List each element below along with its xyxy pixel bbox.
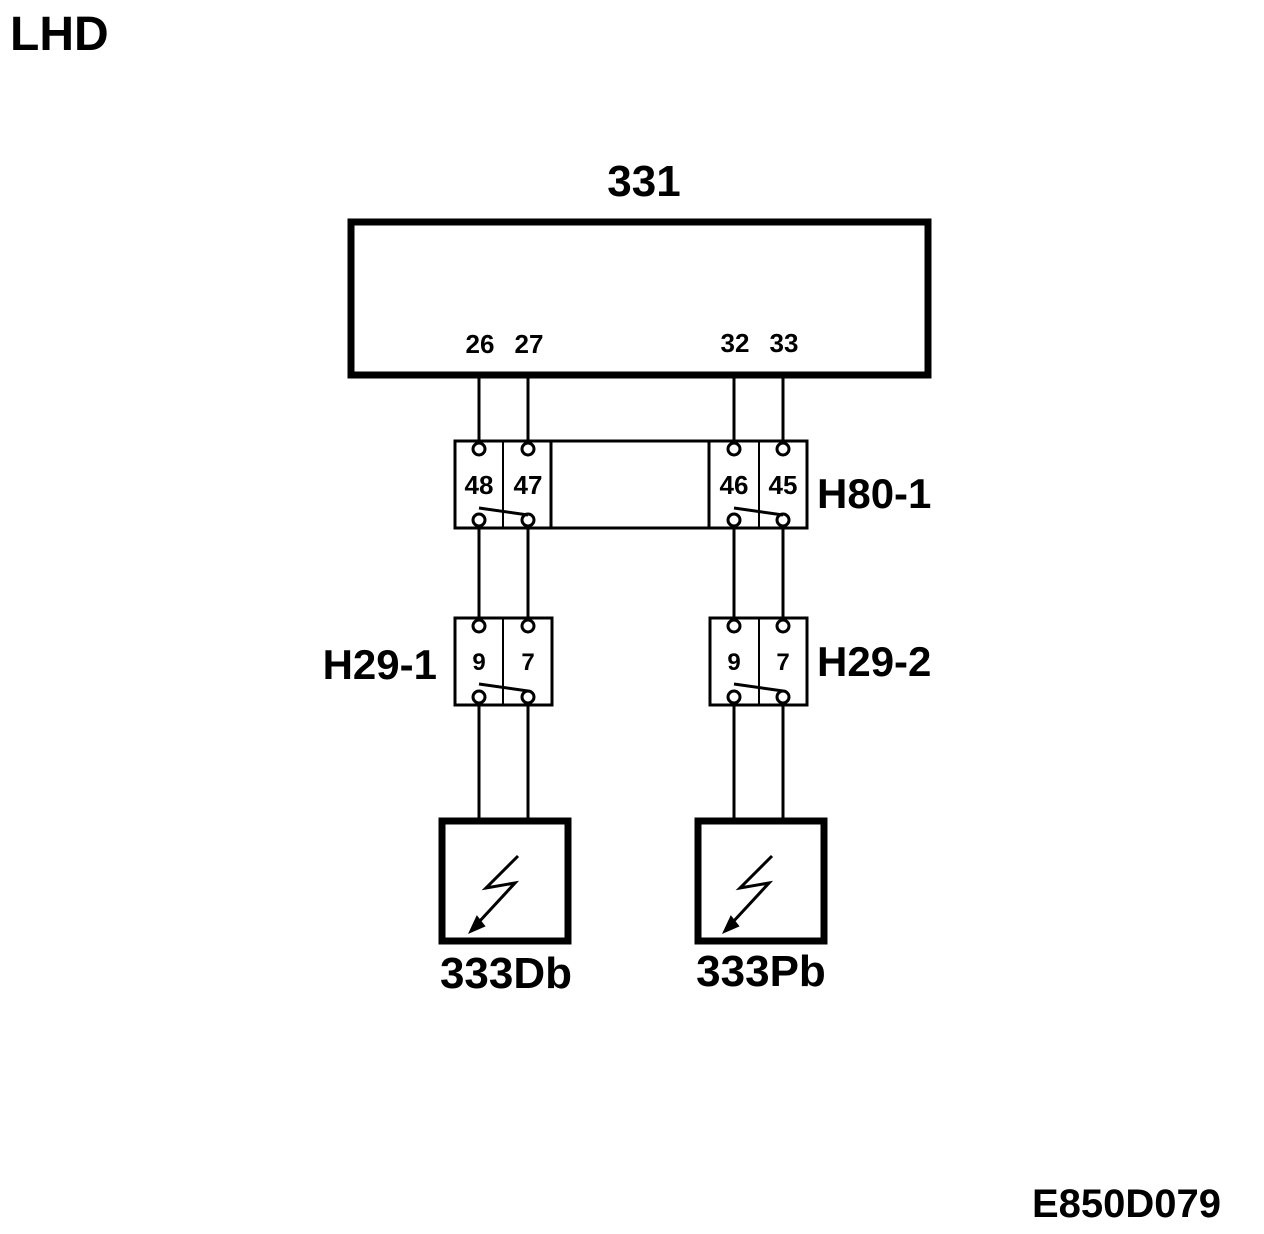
ecu-box bbox=[347, 218, 932, 379]
h29-2-label: H29-2 bbox=[817, 638, 931, 685]
h29-1-label: H29-1 bbox=[323, 641, 437, 688]
h80-label: H80-1 bbox=[817, 470, 931, 517]
component-333db-label: 333Db bbox=[440, 949, 572, 998]
connector-h29-1 bbox=[453, 616, 554, 707]
h29-1-pin-7: 7 bbox=[521, 649, 534, 676]
corner-label: LHD bbox=[10, 8, 109, 61]
h29-2-pin-7: 7 bbox=[776, 649, 789, 676]
ecu-pin-32: 32 bbox=[721, 328, 750, 358]
component-333pb-label: 333Pb bbox=[696, 947, 826, 996]
diagram-code: E850D079 bbox=[1032, 1182, 1221, 1226]
h29-1-pin-9: 9 bbox=[472, 649, 485, 676]
speaker-icon bbox=[730, 854, 774, 925]
h80-pin-46: 46 bbox=[720, 470, 749, 500]
speaker-icon bbox=[476, 854, 520, 925]
h29-2-pin-9: 9 bbox=[727, 649, 740, 676]
connector-h80-1 bbox=[453, 439, 809, 530]
speaker-arrowhead-icon bbox=[721, 915, 740, 934]
ecu-label: 331 bbox=[607, 157, 680, 206]
component-333db-box bbox=[438, 817, 572, 945]
wires-h29-to-components bbox=[477, 705, 785, 820]
h80-pin-48: 48 bbox=[465, 470, 494, 500]
ecu-pin-27: 27 bbox=[515, 329, 544, 359]
component-333pb-box bbox=[694, 817, 828, 945]
ecu-pin-26: 26 bbox=[466, 329, 495, 359]
ecu-pin-33: 33 bbox=[770, 328, 799, 358]
h80-pin-45: 45 bbox=[769, 470, 798, 500]
connector-h29-2 bbox=[708, 616, 809, 707]
wires-h80-to-h29 bbox=[477, 528, 785, 618]
speaker-arrowhead-icon bbox=[467, 915, 486, 934]
h80-pin-47: 47 bbox=[514, 470, 543, 500]
wires-ecu-to-h80 bbox=[477, 378, 785, 441]
